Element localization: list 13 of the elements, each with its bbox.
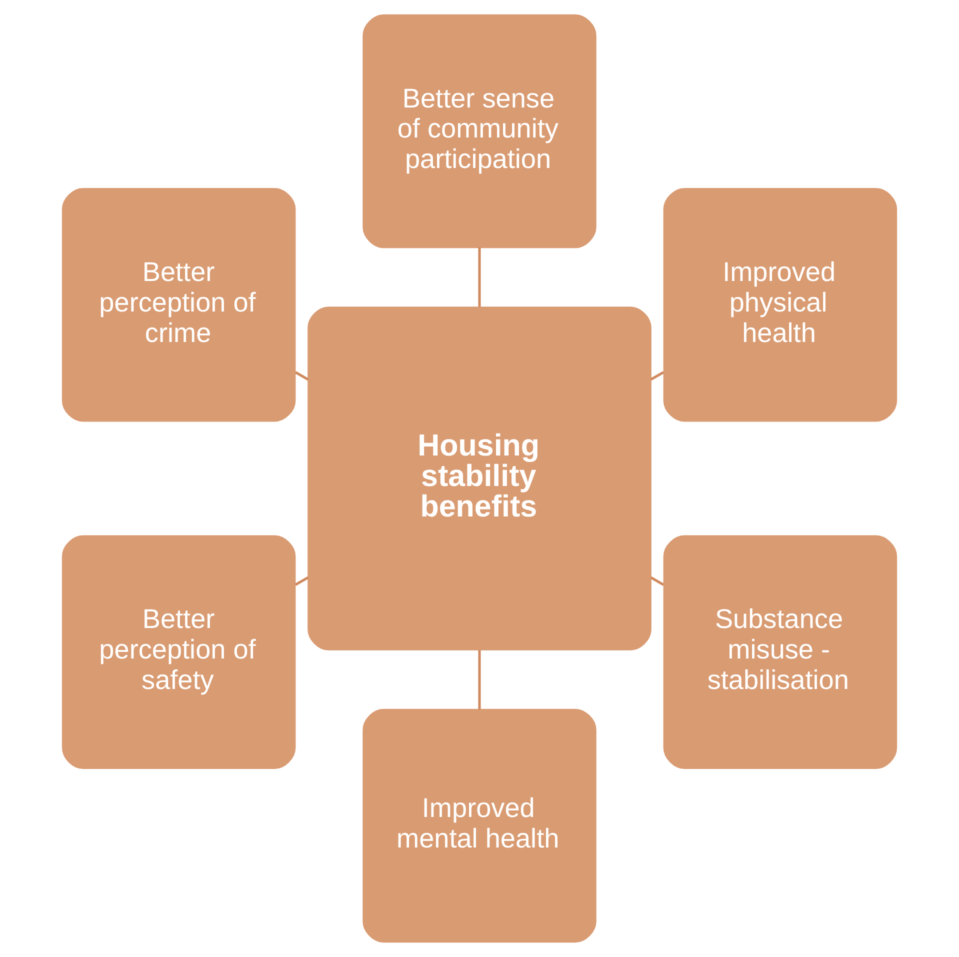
node-box: Improved physical health (663, 188, 898, 422)
connector (294, 576, 309, 586)
node-box: Substance misuse - stabilisation (663, 535, 898, 769)
node-box: Housing stability benefits (308, 306, 652, 650)
connector (478, 247, 481, 307)
node-box: Better perception of crime (62, 188, 296, 422)
connector (478, 650, 481, 710)
node-box: Better perception of safety (62, 535, 296, 769)
connector (650, 576, 664, 586)
connector (294, 371, 309, 381)
node-box: Better sense of community participation (362, 14, 596, 248)
node-box: Improved mental health (362, 708, 596, 943)
connector (650, 371, 664, 381)
